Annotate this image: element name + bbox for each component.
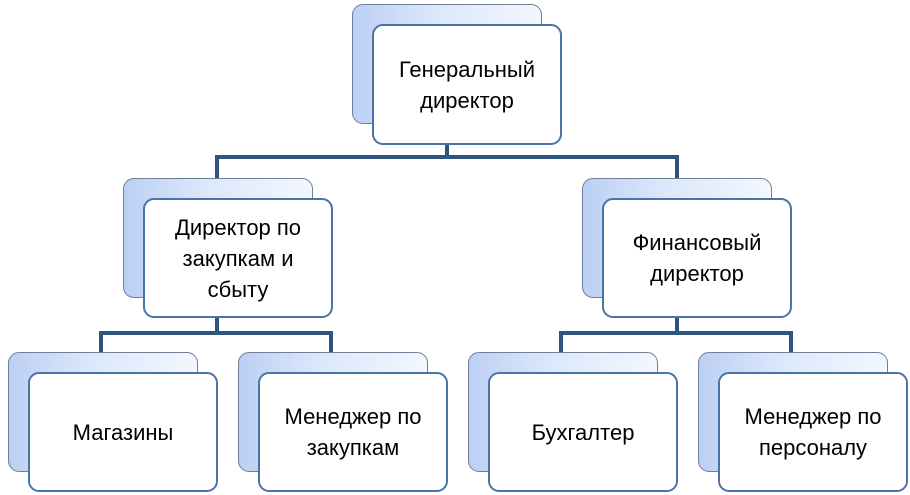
- node-hr-manager-label: Менеджер по персоналу: [744, 404, 882, 460]
- node-hr-manager-box: Менеджер по персоналу: [718, 372, 908, 492]
- node-purchasing-director-label: Директор по закупкам и сбыту: [174, 214, 302, 302]
- connector-purchasing-director-to-stores: [99, 314, 219, 354]
- connector-ceo-to-purchasing-director: [215, 140, 449, 180]
- node-ceo-label: Генеральный директор: [398, 56, 536, 113]
- connector-finance-director-to-accountant: [559, 314, 679, 354]
- node-purchasing-manager-label: Менеджер по закупкам: [284, 404, 422, 460]
- connector-ceo-to-finance-director: [445, 155, 679, 180]
- node-purchasing-director-box: Директор по закупкам и сбыту: [143, 198, 333, 318]
- connector-finance-director-to-hr-manager: [675, 331, 793, 354]
- node-stores-label: Магазины: [72, 419, 174, 445]
- connector-purchasing-director-to-purchasing-manager: [215, 331, 333, 354]
- node-purchasing-manager-box: Менеджер по закупкам: [258, 372, 448, 492]
- node-stores-box: Магазины: [28, 372, 218, 492]
- node-accountant-label: Бухгалтер: [531, 419, 635, 445]
- node-finance-director-label: Финансовый директор: [632, 230, 762, 286]
- node-accountant-box: Бухгалтер: [488, 372, 678, 492]
- node-ceo-box: Генеральный директор: [372, 24, 562, 145]
- node-finance-director-box: Финансовый директор: [602, 198, 792, 318]
